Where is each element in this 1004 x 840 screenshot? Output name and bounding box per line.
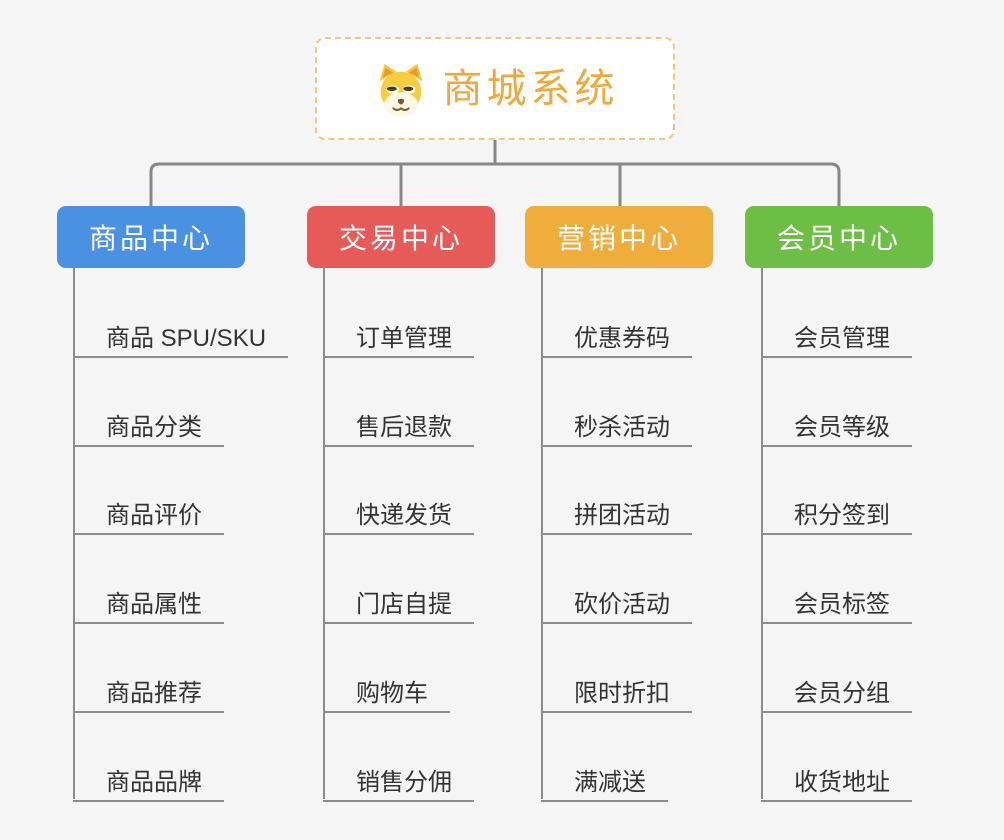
leaf-topic[interactable]: 商品属性: [73, 581, 224, 624]
branch-node[interactable]: 商品中心: [57, 206, 245, 268]
leaf-topic[interactable]: 会员管理: [761, 315, 912, 358]
leaf-topic[interactable]: 商品 SPU/SKU: [73, 315, 289, 358]
branch-node[interactable]: 营销中心: [525, 206, 713, 268]
leaf-topic[interactable]: 会员标签: [761, 581, 912, 624]
dog-face-icon: [379, 63, 422, 117]
branch-column-3: 会员中心会员管理会员等级积分签到会员标签会员分组收货地址: [745, 206, 933, 816]
leaf-topic[interactable]: 商品推荐: [73, 670, 224, 713]
leaf-topic[interactable]: 砍价活动: [541, 581, 692, 624]
leaf-topic[interactable]: 订单管理: [323, 315, 474, 358]
leaf-topic[interactable]: 售后退款: [323, 404, 474, 447]
leaf-topic[interactable]: 商品分类: [73, 404, 224, 447]
leaf-topic[interactable]: 购物车: [323, 670, 450, 713]
leaf-topic[interactable]: 优惠券码: [541, 315, 692, 358]
root-title: 商城系统: [442, 66, 619, 111]
leaf-topic[interactable]: 拼团活动: [541, 492, 692, 535]
root-node[interactable]: 商城系统: [315, 37, 675, 140]
leaf-topic[interactable]: 满减送: [541, 759, 668, 802]
branch-column-0: 商品中心商品 SPU/SKU 商品分类商品评价商品属性商品推荐商品品牌: [57, 206, 289, 816]
leaf-topic[interactable]: 门店自提: [323, 581, 474, 624]
leaf-topic[interactable]: 快递发货: [323, 492, 474, 535]
leaf-topic[interactable]: 收货地址: [761, 759, 912, 802]
leaf-topic[interactable]: 秒杀活动: [541, 404, 692, 447]
branch-column-1: 交易中心订单管理售后退款快递发货门店自提购物车销售分佣: [307, 206, 495, 816]
branch-node[interactable]: 会员中心: [745, 206, 933, 268]
branch-column-2: 营销中心优惠券码秒杀活动拼团活动砍价活动限时折扣满减送: [525, 206, 713, 816]
branch-rail-line: [149, 162, 841, 206]
branch-node[interactable]: 交易中心: [307, 206, 495, 268]
leaf-topic[interactable]: 会员分组: [761, 670, 912, 713]
leaf-topic[interactable]: 限时折扣: [541, 670, 692, 713]
leaf-topic[interactable]: 积分签到: [761, 492, 912, 535]
leaf-topic[interactable]: 销售分佣: [323, 759, 474, 802]
leaf-topic[interactable]: 商品品牌: [73, 759, 224, 802]
leaf-topic[interactable]: 商品评价: [73, 492, 224, 535]
leaf-topic[interactable]: 会员等级: [761, 404, 912, 447]
